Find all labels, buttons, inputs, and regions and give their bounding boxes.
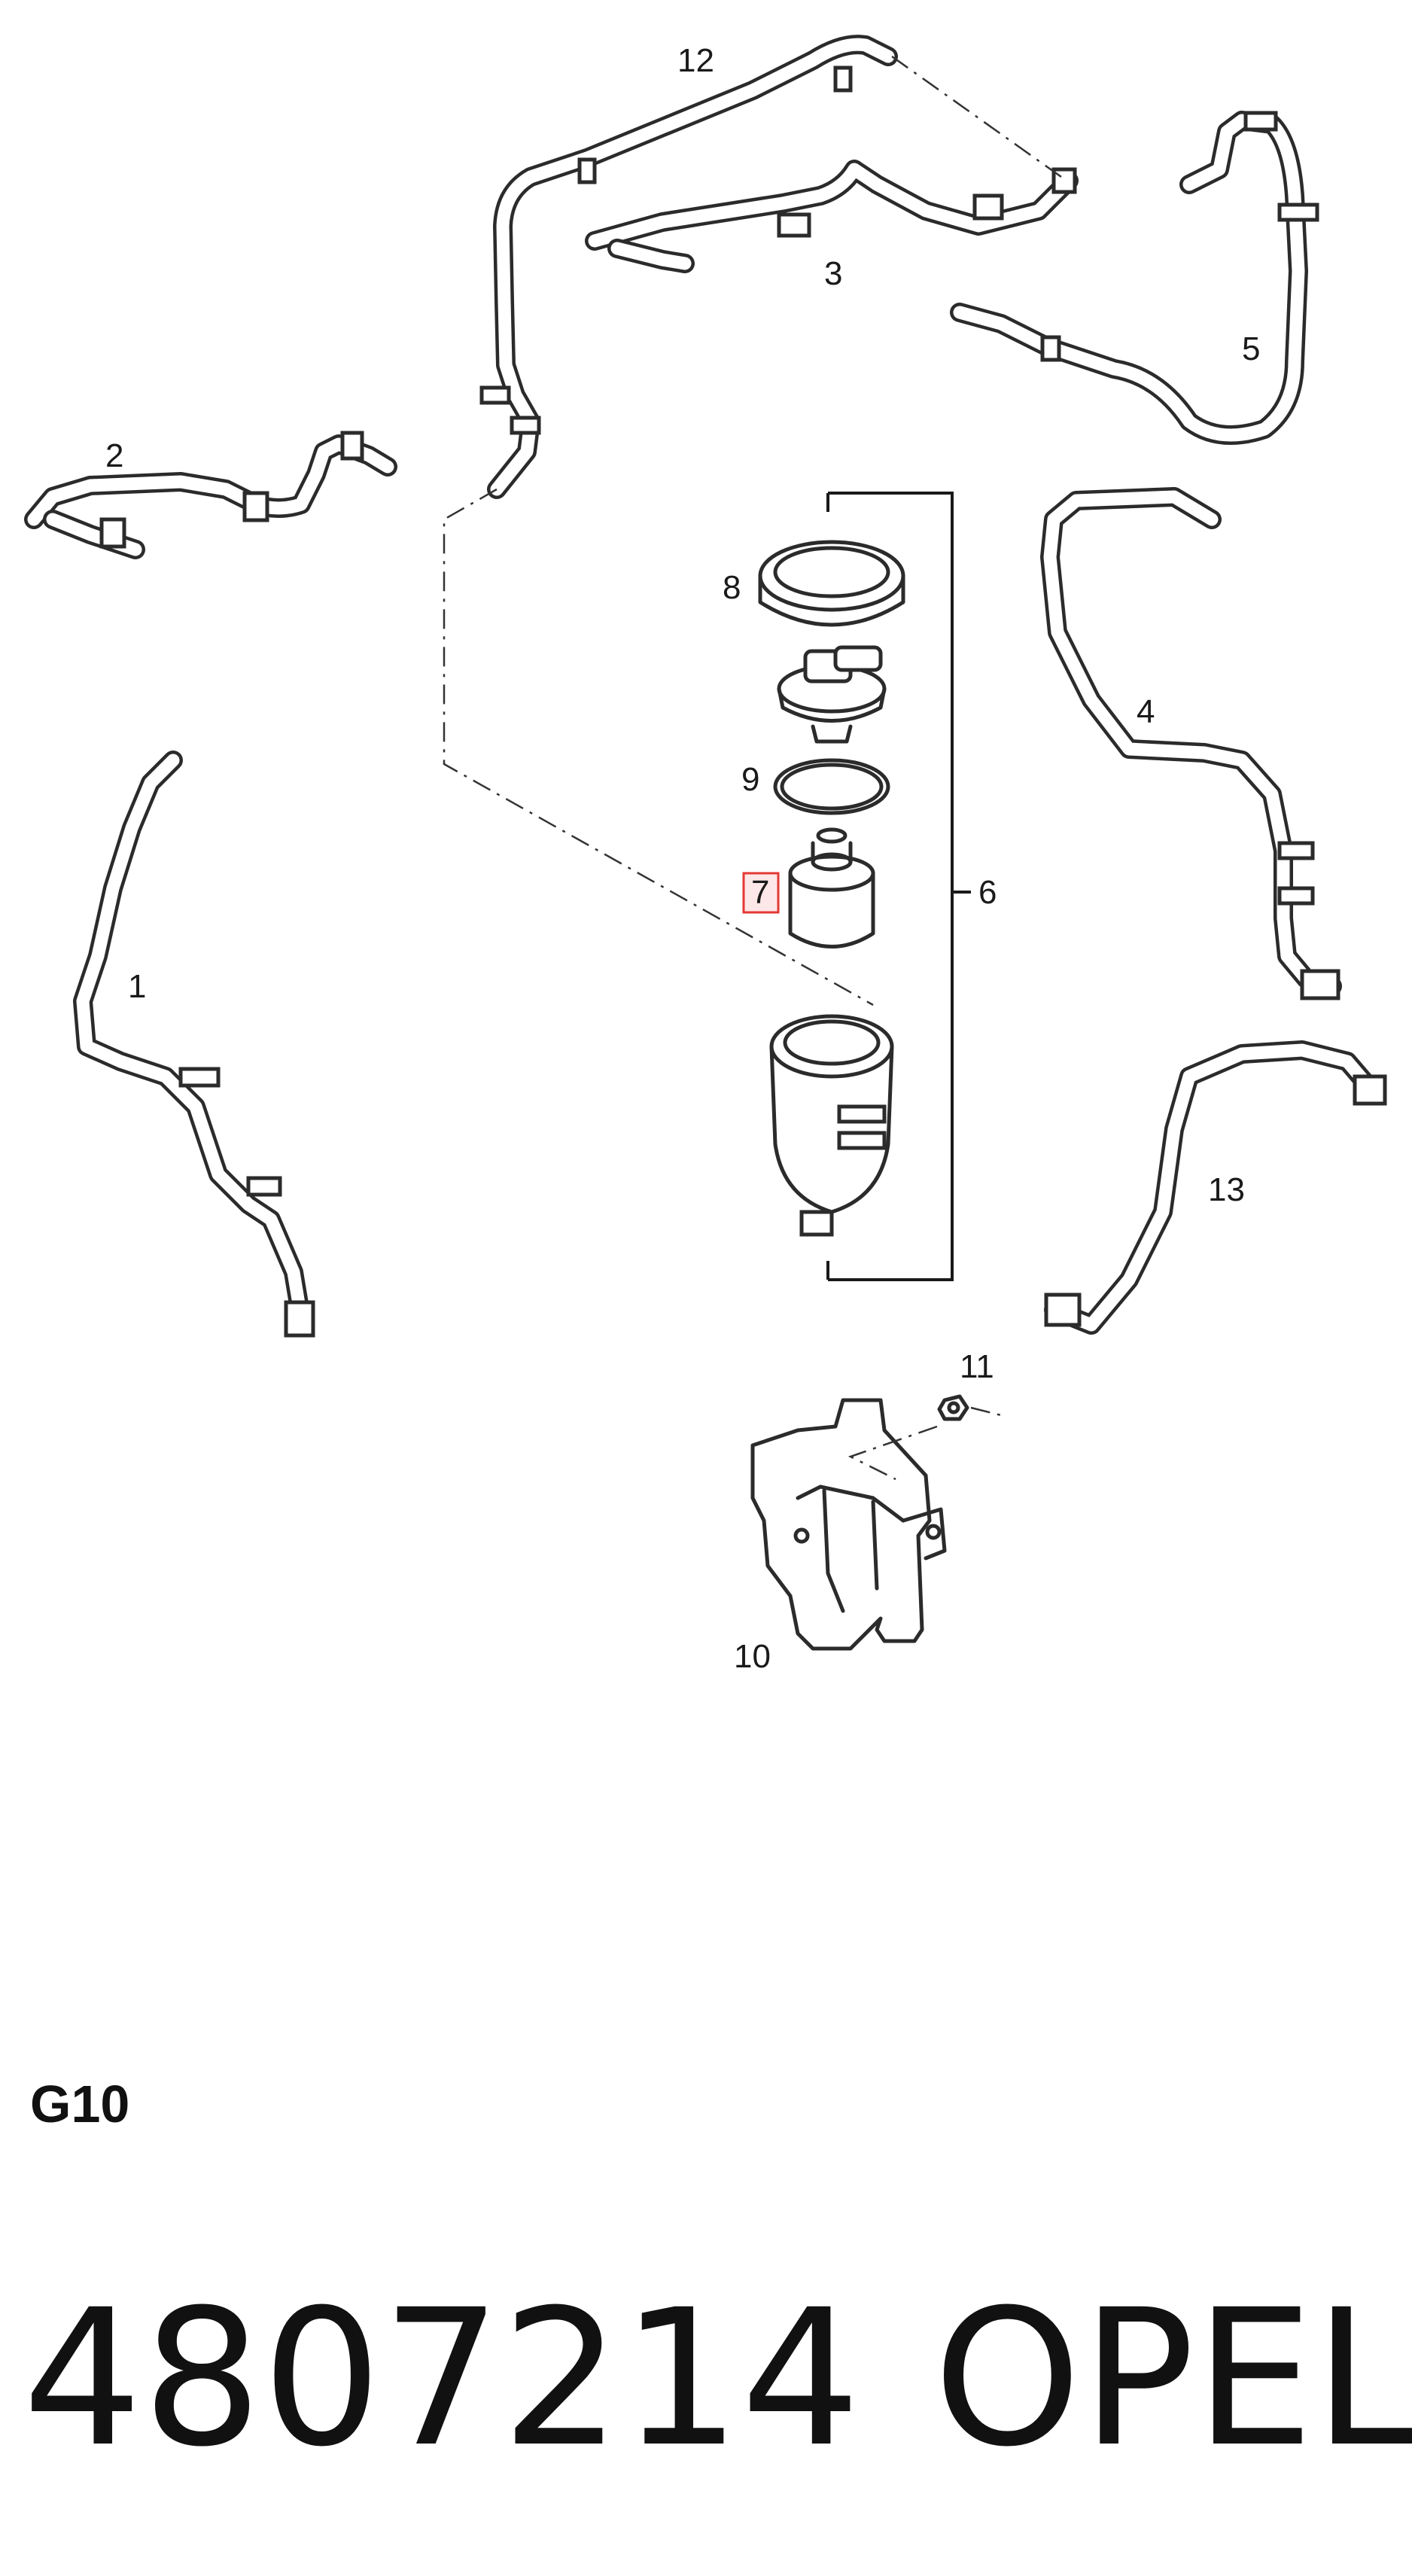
hose-13[interactable] — [1044, 1040, 1387, 1335]
callout-4[interactable]: 4 — [1137, 693, 1155, 730]
callout-5[interactable]: 5 — [1242, 330, 1260, 367]
footer: 4807214 OPEL — [23, 2266, 1412, 2492]
callout-13[interactable]: 13 — [1208, 1171, 1245, 1208]
filter-head[interactable] — [777, 645, 887, 744]
make: OPEL — [933, 2269, 1412, 2488]
callout-10[interactable]: 10 — [734, 1638, 771, 1675]
hose-1[interactable] — [73, 751, 315, 1338]
callout-7[interactable]: 7 — [751, 874, 769, 911]
retaining-ring-8[interactable] — [758, 540, 905, 627]
group-code: G10 — [30, 2075, 130, 2133]
hose-4[interactable] — [1040, 487, 1342, 1000]
hose-12[interactable] — [479, 35, 898, 499]
nut-11[interactable] — [937, 1394, 969, 1421]
hose-5[interactable] — [950, 111, 1319, 445]
filter-element-7[interactable] — [788, 827, 875, 948]
seal-ring-9[interactable] — [773, 758, 890, 815]
callout-12[interactable]: 12 — [677, 42, 714, 79]
callout-8[interactable]: 8 — [723, 569, 741, 606]
highlight-box-7 — [742, 872, 780, 914]
callout-2[interactable]: 2 — [105, 437, 123, 474]
callout-11[interactable]: 11 — [960, 1348, 994, 1385]
callout-9[interactable]: 9 — [741, 761, 759, 798]
filter-assembly-bracket — [826, 492, 971, 1281]
callout-6[interactable]: 6 — [978, 874, 997, 911]
leader-lines — [443, 55, 1062, 1481]
callout-3[interactable]: 3 — [824, 255, 842, 292]
hose-2[interactable] — [24, 431, 397, 559]
filter-housing[interactable] — [769, 1014, 894, 1237]
part-number: 4807214 — [23, 2269, 861, 2488]
callout-1[interactable]: 1 — [128, 968, 146, 1005]
hose-3[interactable] — [585, 160, 1079, 273]
mounting-bracket-10[interactable] — [750, 1398, 947, 1651]
